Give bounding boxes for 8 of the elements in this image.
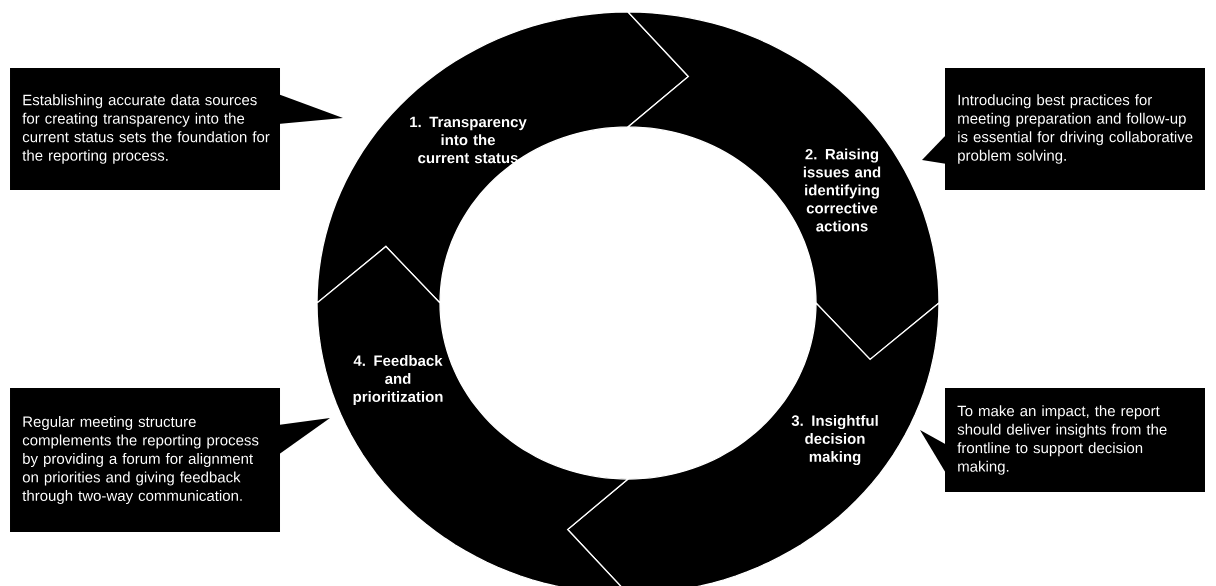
ring-segment: 1. Transparency into the current status [316,11,690,305]
callout-box: Introducing best practices for meeting preparation and follow-up is essential for driving collaborative problem solving. [922,68,1205,190]
ring-segment: 2. Raising issues and identifying corrective actions [626,11,940,361]
ring-segment: 4. Feedback and prioritization [316,245,630,586]
callout-box: Establishing accurate data sources for creating transparency into the current status sets the foundation for the reporting process. [10,68,343,190]
ring-segment: 3. Insightful decision making [566,301,940,586]
callout-box: Regular meeting structure complements the reporting process by providing a forum for alignment on priorities and giving feedback through two-way communication. [10,388,330,532]
callout-box: To make an impact, the report should deliver insights from the frontline to support decision making. [920,388,1205,492]
